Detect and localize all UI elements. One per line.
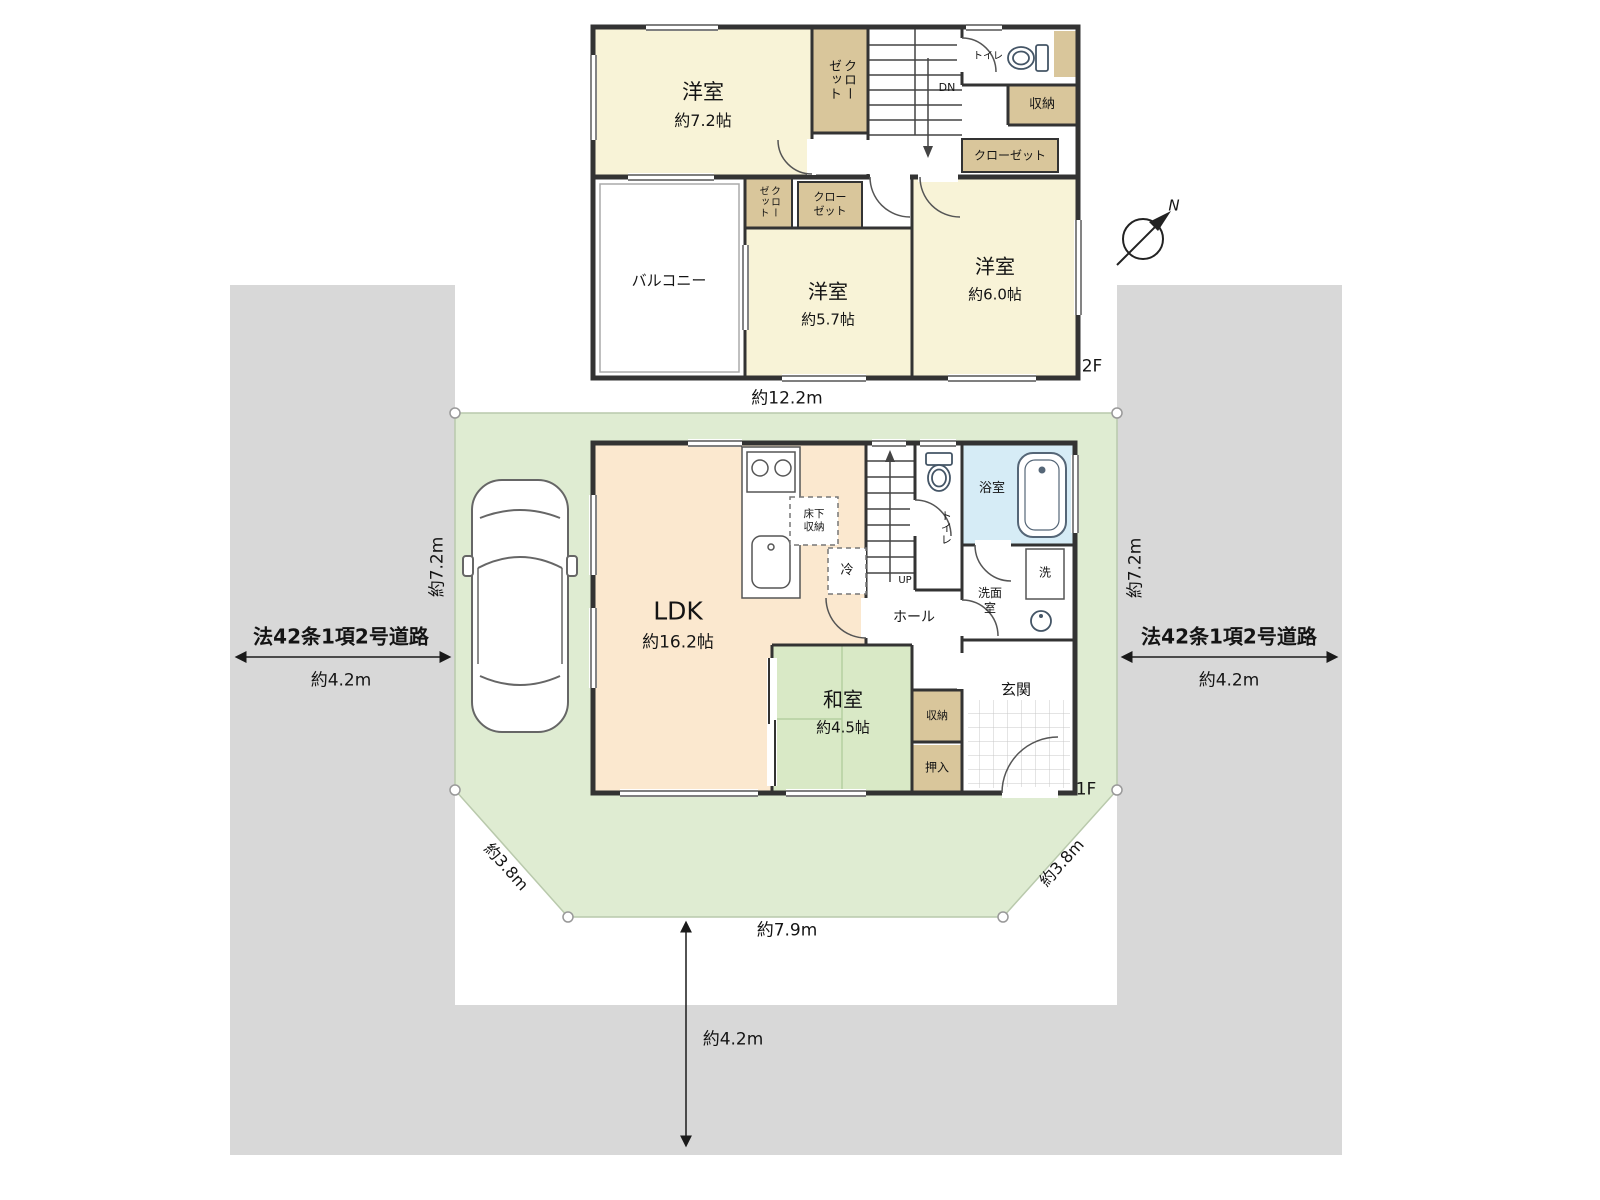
dim-left: 約7.2m [427, 536, 448, 598]
bath-label: 浴室 [978, 480, 1006, 496]
toilet-label-2f: トイレ [973, 50, 1003, 62]
stairs-up-label: UP [898, 574, 912, 586]
door-arcs-2f [777, 37, 997, 218]
closet-label-2f-tall: クロー ゼット [826, 59, 856, 101]
compass-north-label: N [1168, 196, 1180, 215]
washroom-label: 洗面 室 [977, 586, 1003, 615]
underfloor-storage-label: 床下 収納 [803, 507, 825, 533]
sliding-door-lines [768, 658, 776, 786]
toilet-icon-1f [925, 452, 953, 492]
balcony-label: バルコニー [631, 271, 707, 290]
room-size-2f-yoshitsu57: 約5.7帖 [801, 310, 855, 329]
bathtub-icon [1017, 452, 1067, 538]
oshiire-label: 押入 [924, 760, 950, 775]
car-icon [462, 479, 578, 733]
washer-label: 洗 [1038, 565, 1052, 580]
stairs-1f-icon [866, 450, 915, 582]
road-name-left: 法42条1項2号道路 [253, 624, 429, 649]
windows-2f [589, 23, 1082, 382]
room-label-2f-yoshitsu60: 洋室 [975, 254, 1015, 279]
fridge-label: 冷 [840, 562, 854, 578]
dimension-arrows [234, 651, 1339, 1148]
compass-icon [1116, 211, 1171, 266]
closet-label-2f-mid: クロー ゼット [813, 190, 847, 217]
hall-label: ホール [893, 609, 935, 626]
room-label-2f-yoshitsu72: 洋室 [682, 79, 724, 104]
door-arcs-1f [825, 499, 1059, 794]
room-label-ldk: LDK [653, 596, 703, 626]
floor-2f [589, 23, 1082, 382]
stairs-2f-icon [868, 27, 962, 158]
lot-corner-markers [449, 407, 1123, 923]
dim-bottom: 約7.9m [756, 920, 818, 941]
room-size-washitsu: 約4.5帖 [816, 718, 870, 737]
room-label-washitsu: 和室 [823, 687, 863, 712]
road-area-bottom [230, 1005, 1342, 1155]
room-size-ldk: 約16.2帖 [642, 632, 714, 653]
washbasin-icon [1030, 610, 1052, 632]
storage-label-1f: 収納 [926, 709, 948, 723]
tatami-lines [772, 645, 843, 793]
washer-box [1025, 548, 1065, 600]
floor-label-2f: 2F [1081, 356, 1103, 377]
floor-1f [589, 439, 1079, 798]
fridge-box [827, 547, 867, 595]
closet-label-2f-right: クローゼット [973, 148, 1047, 163]
stairs-dn-label: DN [938, 81, 956, 95]
entrance-label: 玄関 [1000, 680, 1032, 699]
balcony-rail [599, 183, 740, 373]
toilet-label-1f: トイレ [939, 510, 953, 546]
underfloor-storage-box [789, 496, 839, 546]
road-width-right: 約4.2m [1198, 670, 1260, 691]
closet-label-2f-small: クロー ゼット [757, 185, 780, 219]
road-name-right: 法42条1項2号道路 [1141, 624, 1317, 649]
room-size-2f-yoshitsu60: 約6.0帖 [968, 285, 1022, 304]
sink-icon [751, 535, 791, 589]
dim-road-bottom: 約4.2m [702, 1029, 764, 1050]
road-width-left: 約4.2m [310, 670, 372, 691]
room-size-2f-yoshitsu72: 約7.2帖 [674, 111, 732, 130]
dim-right: 約7.2m [1125, 537, 1146, 599]
stove-icon [746, 451, 796, 493]
floor-label-1f: 1F [1075, 779, 1097, 800]
door-gaps-1f [767, 500, 1058, 798]
toilet-icon-2f [1007, 44, 1049, 72]
room-label-2f-yoshitsu57: 洋室 [808, 279, 848, 304]
windows-1f [589, 439, 1079, 797]
entrance-tiles [968, 700, 1070, 788]
storage-label-2f: 収納 [1028, 96, 1056, 112]
dim-top: 約12.2m [751, 388, 823, 409]
door-gaps-2f [807, 38, 966, 182]
